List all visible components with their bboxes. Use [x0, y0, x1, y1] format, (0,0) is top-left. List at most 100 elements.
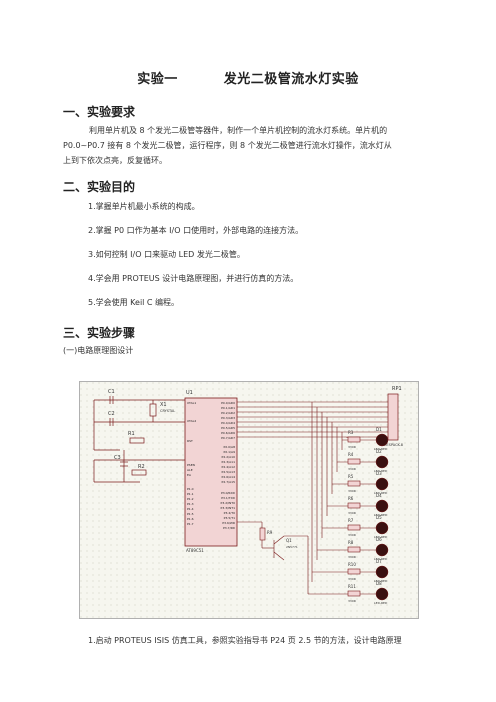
section1-line3: 上到下依次点亮，反复循环。	[63, 156, 167, 165]
svg-text:R10: R10	[348, 562, 356, 567]
svg-text:330R: 330R	[348, 599, 356, 603]
label-c1: C1	[108, 389, 115, 395]
label-u1: U1	[186, 390, 193, 396]
oscillator-circuit	[93, 396, 185, 451]
svg-text:P3.2/INT0: P3.2/INT0	[221, 501, 236, 505]
document-title: 实验一 发光二极管流水灯实验	[0, 68, 496, 87]
svg-text:PSEN: PSEN	[187, 463, 195, 467]
section2-heading: 二、实验目的	[63, 180, 136, 194]
svg-text:R4: R4	[348, 452, 354, 457]
svg-text:330R: 330R	[348, 533, 356, 537]
svg-text:D8: D8	[376, 581, 382, 586]
svg-text:LED-RED: LED-RED	[374, 491, 388, 495]
svg-text:P2.3/A11: P2.3/A11	[222, 460, 236, 464]
step-1-text: 1.启动 PROTEUS ISIS 仿真工具，参照实验指导书 P24 页 2.5…	[88, 636, 402, 645]
led-rows: R3 R4 R5 R6 R7 R8 R10 R11 D1 D2 D3 D4 D5…	[308, 427, 389, 605]
svg-text:330R: 330R	[348, 555, 356, 559]
svg-text:RST: RST	[187, 439, 193, 443]
svg-text:P3.3/INT1: P3.3/INT1	[221, 506, 236, 510]
mcu-right-pins: P0.0/AD0 P0.1/AD1 P0.2/AD2 P0.3/AD3 P0.4…	[221, 401, 236, 530]
svg-text:P2.4/A12: P2.4/A12	[222, 465, 236, 469]
svg-text:LED-RED: LED-RED	[374, 447, 388, 451]
svg-text:P1.3: P1.3	[187, 502, 194, 506]
svg-text:LED-RED: LED-RED	[374, 579, 388, 583]
label-r9: R9	[267, 530, 273, 535]
objective-1: 1.掌握单片机最小系统的构成。	[88, 202, 200, 211]
svg-text:LED-RED: LED-RED	[374, 601, 388, 605]
section1-line2: P0.0~P0.7 接有 8 个发光二极管，运行程序，则 8 个发光二极管进行流…	[63, 141, 392, 150]
label-r2: R2	[138, 464, 145, 470]
section1-line1: 利用单片机及 8 个发光二极管等器件，制作一个单片机控制的流水灯系统。单片机的	[89, 126, 388, 135]
label-x1: X1	[160, 402, 167, 408]
svg-text:P0.5/AD5: P0.5/AD5	[221, 426, 235, 430]
svg-text:P0.0/AD0: P0.0/AD0	[221, 401, 235, 405]
svg-text:R8: R8	[348, 540, 354, 545]
svg-text:R7: R7	[348, 518, 354, 523]
svg-text:330R: 330R	[348, 511, 356, 515]
svg-text:P0.4/AD4: P0.4/AD4	[221, 421, 235, 425]
svg-text:D2: D2	[376, 449, 382, 454]
svg-text:P2.6/A14: P2.6/A14	[222, 475, 236, 479]
svg-text:P1.6: P1.6	[187, 517, 194, 521]
svg-text:P1.1: P1.1	[187, 492, 194, 496]
label-q1: Q1	[286, 538, 292, 543]
objective-3: 3.如何控制 I/O 口来驱动 LED 发光二极管。	[88, 250, 245, 259]
svg-text:LED-RED: LED-RED	[374, 469, 388, 473]
svg-text:D7: D7	[376, 559, 382, 564]
mcu-chip	[184, 397, 238, 547]
label-x1-value: CRYSTAL	[160, 409, 175, 413]
transistor-driver	[237, 521, 309, 594]
svg-text:D1: D1	[376, 427, 382, 432]
led-d6	[375, 543, 389, 557]
label-rp1: RP1	[392, 386, 402, 392]
svg-text:P3.0/RXD: P3.0/RXD	[221, 491, 236, 495]
led-d2	[375, 455, 389, 469]
title-part2: 发光二极管流水灯实验	[223, 72, 359, 87]
svg-text:P1.4: P1.4	[187, 507, 194, 511]
svg-text:LED-RED: LED-RED	[374, 535, 388, 539]
svg-text:P2.7/A15: P2.7/A15	[222, 480, 236, 484]
svg-text:P1.7: P1.7	[187, 522, 194, 526]
svg-text:D6: D6	[376, 537, 382, 542]
p0-bus-wires	[237, 401, 388, 582]
svg-text:D3: D3	[376, 471, 382, 476]
svg-text:P2.0/A8: P2.0/A8	[223, 445, 235, 449]
svg-text:XTAL1: XTAL1	[187, 401, 196, 405]
svg-text:P1.0: P1.0	[187, 487, 194, 491]
svg-text:R6: R6	[348, 496, 354, 501]
svg-text:D5: D5	[376, 515, 382, 520]
circuit-schematic: C1 C2 X1 CRYSTAL R1 R2 C3 U1 AT89C51	[79, 381, 419, 619]
label-q1-part: 2N5771	[286, 545, 298, 549]
svg-text:P0.3/AD3: P0.3/AD3	[221, 416, 235, 420]
svg-text:EA: EA	[187, 473, 192, 477]
resistor-pack	[387, 393, 399, 441]
svg-text:P0.1/AD1: P0.1/AD1	[221, 406, 235, 410]
svg-text:P0.7/AD7: P0.7/AD7	[221, 436, 235, 440]
svg-text:P2.2/A10: P2.2/A10	[222, 455, 236, 459]
led-d4	[375, 499, 389, 513]
section3-heading: 三、实验步骤	[63, 326, 136, 340]
svg-text:330R: 330R	[348, 489, 356, 493]
svg-text:LED-RED: LED-RED	[374, 513, 388, 517]
label-u1-part: AT89C51	[186, 548, 204, 553]
label-rp1-part: RESPACK-8	[384, 443, 403, 447]
label-r1: R1	[128, 431, 135, 437]
svg-text:P3.7/RD: P3.7/RD	[223, 526, 236, 530]
objective-4: 4.学会用 PROTEUS 设计电路原理图，并进行仿真的方法。	[88, 274, 299, 283]
objective-5: 5.学会使用 Keil C 编程。	[88, 298, 180, 307]
led-d7	[375, 565, 389, 579]
svg-text:330R: 330R	[348, 467, 356, 471]
label-c3: C3	[114, 455, 121, 461]
objective-2: 2.掌握 P0 口作为基本 I/O 口使用时，外部电路的连接方法。	[88, 226, 304, 235]
svg-text:P3.6/WR: P3.6/WR	[222, 521, 235, 525]
svg-text:LED-RED: LED-RED	[374, 557, 388, 561]
led-d8	[375, 587, 389, 601]
svg-text:P3.5/T1: P3.5/T1	[224, 516, 235, 520]
svg-text:P2.5/A13: P2.5/A13	[222, 470, 236, 474]
reset-circuit	[93, 437, 185, 483]
title-part1: 实验一	[137, 72, 178, 87]
svg-text:P3.4/T0: P3.4/T0	[224, 511, 235, 515]
led-d1	[375, 433, 389, 447]
svg-text:R11: R11	[348, 584, 356, 589]
